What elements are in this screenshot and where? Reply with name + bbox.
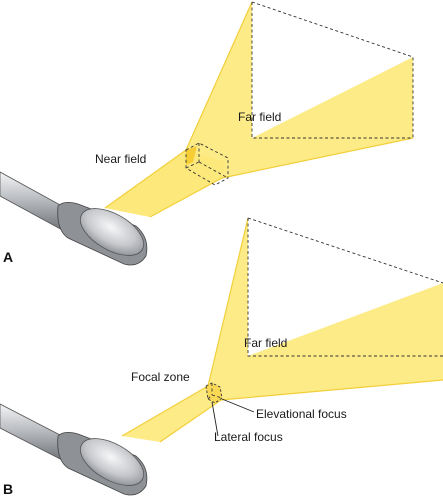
lateral-focus-leader	[211, 401, 219, 437]
lateral-focus-label: Lateral focus	[214, 430, 283, 444]
panel-a: Near field Far field A	[0, 1, 414, 266]
near-field-label: Near field	[95, 152, 146, 166]
focal-zone-label: Focal zone	[131, 370, 190, 384]
far-field-box-a	[251, 1, 414, 139]
far-field-label-a: Far field	[238, 110, 281, 124]
far-field-box-b	[247, 217, 443, 357]
transducer-a	[0, 171, 148, 266]
panel-a-letter: A	[3, 249, 13, 265]
elevational-focus-leader	[221, 398, 255, 413]
transducer-face-a	[79, 208, 145, 256]
panel-b-letter: B	[3, 481, 13, 497]
far-field-label-b: Far field	[244, 336, 287, 350]
transducer-b	[0, 403, 148, 496]
panel-b: Focal zone Far field Elevational focus L…	[0, 217, 443, 497]
near-field-box-a	[185, 142, 229, 186]
elevational-focus-label: Elevational focus	[256, 407, 347, 421]
transducer-face-b	[79, 438, 145, 486]
focal-zone-box-b	[205, 382, 223, 404]
